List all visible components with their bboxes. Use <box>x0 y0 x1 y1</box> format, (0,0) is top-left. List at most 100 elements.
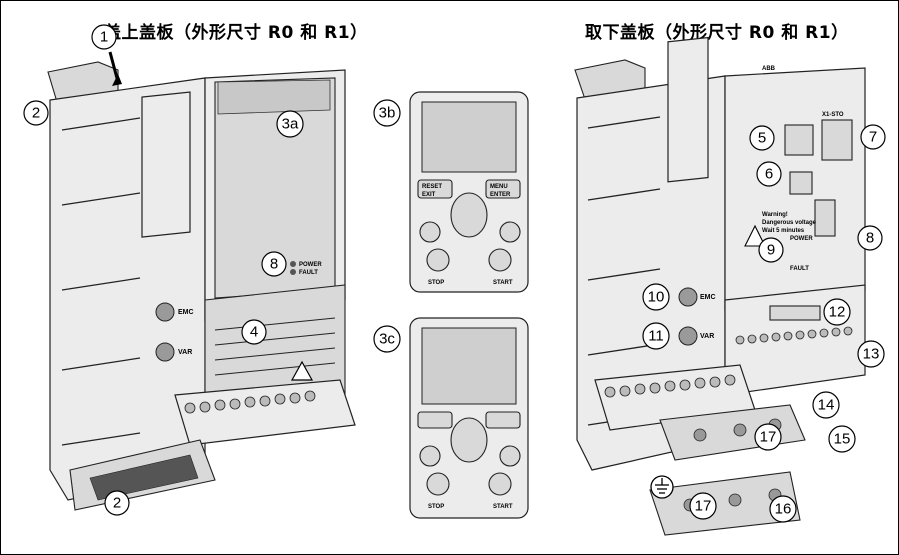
ground-symbol-icon <box>650 475 674 499</box>
svg-text:3c: 3c <box>379 331 395 348</box>
emc-label: EMC <box>178 309 194 316</box>
callout-3c: 3c <box>373 325 401 353</box>
callout-6: 6 <box>756 161 782 187</box>
clamp-plate-lower <box>649 471 801 536</box>
callout-14: 14 <box>812 391 840 419</box>
drive-cover-on: POWER FAULT EMC VAR <box>47 61 356 511</box>
panel-display-3b <box>421 101 517 173</box>
callout-5: 5 <box>749 125 775 151</box>
sto-connector <box>821 119 853 161</box>
loc-rem-button <box>419 221 441 243</box>
reset-exit-button <box>417 179 453 199</box>
exit-label: EXIT <box>422 192 436 198</box>
callout-15: 15 <box>828 425 856 453</box>
cable-clamp-mesh <box>89 454 199 501</box>
callout-4: 4 <box>241 319 267 345</box>
power-led-label-right: POWER <box>790 236 813 242</box>
left-softkey <box>417 411 453 429</box>
svg-text:9: 9 <box>767 242 775 259</box>
start-button <box>488 248 512 272</box>
fault-led-label-right: FAULT <box>790 266 809 272</box>
svg-text:17: 17 <box>760 429 777 446</box>
dangerous-voltage-text: Dangerous voltage <box>762 220 817 226</box>
stop-label: STOP <box>428 280 444 286</box>
option-slot <box>789 171 813 195</box>
svg-text:10: 10 <box>648 289 665 306</box>
emc-label-right: EMC <box>700 294 716 301</box>
callout-8-left: 8 <box>261 251 287 277</box>
arrow-keys-3c <box>450 417 488 463</box>
loc-rem-button-3c <box>419 445 441 467</box>
svg-text:12: 12 <box>829 304 846 321</box>
var-screw <box>155 342 175 362</box>
emc-screw <box>155 302 175 322</box>
wait-text: Wait 5 minutes <box>762 228 805 234</box>
callout-17-lower: 17 <box>689 492 717 520</box>
start-button-3c <box>488 472 512 496</box>
abb-logo-text: ABB <box>762 66 776 72</box>
warning-triangle-icon <box>290 360 314 381</box>
svg-text:6: 6 <box>765 166 773 183</box>
svg-text:1: 1 <box>100 29 108 46</box>
svg-text:2: 2 <box>32 105 40 122</box>
start-label-3c: START <box>493 504 513 510</box>
svg-text:14: 14 <box>818 397 835 414</box>
callout-3a: 3a <box>276 110 304 138</box>
callout-8-right: 8 <box>857 225 883 251</box>
assistant-control-panel: RESET EXIT MENU ENTER STOP START <box>409 91 529 293</box>
svg-text:13: 13 <box>863 346 880 363</box>
emc-slot <box>814 199 836 237</box>
callout-12: 12 <box>823 298 851 326</box>
callout-2-top: 2 <box>23 100 49 126</box>
var-screw-right <box>678 326 698 346</box>
svg-text:5: 5 <box>758 130 766 147</box>
power-led-label: POWER <box>299 262 322 268</box>
svg-text:4: 4 <box>250 324 258 341</box>
callout-7: 7 <box>860 124 886 150</box>
help-button-3c <box>499 445 521 467</box>
emc-screw-right <box>678 287 698 307</box>
callout-10: 10 <box>642 283 670 311</box>
menu-label: MENU <box>490 184 508 190</box>
svg-text:17: 17 <box>695 498 712 515</box>
clamp-plate-upper <box>659 404 806 461</box>
callout-3b: 3b <box>373 99 401 127</box>
stop-button <box>426 248 450 272</box>
callout-2-bottom: 2 <box>104 490 130 516</box>
callout-9: 9 <box>758 237 784 263</box>
svg-text:16: 16 <box>775 501 792 518</box>
svg-text:11: 11 <box>648 328 664 345</box>
drive-cover-off: ABB X1-STO Warning! Dangerous voltage Wa… <box>574 36 866 536</box>
heatsink-slots <box>61 117 141 446</box>
svg-text:2: 2 <box>113 495 121 512</box>
arrow-keys <box>450 192 488 238</box>
fault-led-label: FAULT <box>299 270 318 276</box>
title-cover-off: 取下盖板（外形尺寸 R0 和 R1） <box>585 23 849 43</box>
warning-triangle-icon-right <box>744 224 766 247</box>
var-label: VAR <box>178 349 192 356</box>
fault-led <box>290 269 296 275</box>
var-label-right: VAR <box>700 333 714 340</box>
svg-text:15: 15 <box>834 431 851 448</box>
basic-control-panel: STOP START <box>409 317 529 519</box>
panel-display-3c <box>421 327 517 405</box>
reset-label: RESET <box>422 184 442 190</box>
title-cover-on: 盖上盖板（外形尺寸 R0 和 R1） <box>104 23 368 43</box>
push-arrow-head <box>112 74 122 86</box>
svg-text:3a: 3a <box>282 116 299 133</box>
stop-label-3c: STOP <box>428 504 444 510</box>
right-softkey <box>485 411 521 429</box>
callout-17-upper: 17 <box>754 423 782 451</box>
menu-enter-button <box>485 179 521 199</box>
callout-13: 13 <box>857 340 885 368</box>
svg-text:8: 8 <box>270 256 278 273</box>
stop-button-3c <box>426 472 450 496</box>
terminal-cover-clip <box>769 305 821 321</box>
callout-1: 1 <box>91 24 117 50</box>
callout-16: 16 <box>769 495 797 523</box>
warning-text: Warning! <box>762 212 788 218</box>
start-label: START <box>493 280 513 286</box>
rating-label-area-right <box>667 36 709 183</box>
rating-label-area <box>141 91 191 238</box>
